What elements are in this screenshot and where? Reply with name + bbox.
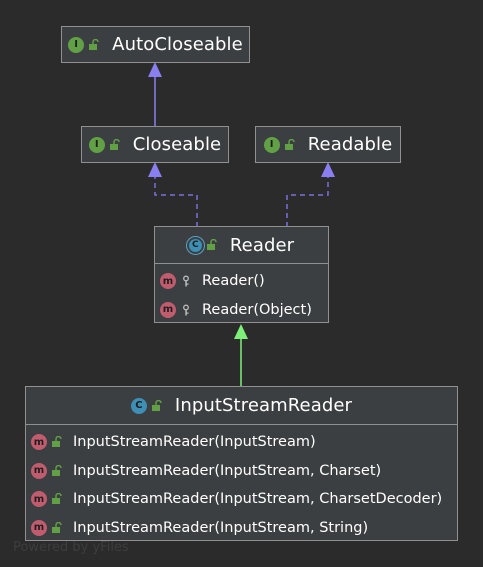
node-title: Reader [229, 234, 295, 256]
edge-closeable-extends-autocloseable [148, 62, 162, 127]
member-list: m InputStreamReader(InputStream) m Input… [26, 425, 457, 542]
public-lock-icon [151, 399, 162, 411]
method-icon: m [31, 434, 47, 451]
node-title: AutoCloseable [112, 34, 243, 55]
method-icon: m [31, 519, 47, 536]
method-icon: m [31, 462, 47, 479]
member-label: InputStreamReader(InputStream, CharsetDe… [73, 491, 443, 508]
node-inputstreamreader[interactable]: C InputStreamReader m InputStreamReader(… [25, 386, 458, 541]
divider [155, 263, 328, 264]
method-icon: m [31, 491, 47, 508]
node-closeable[interactable]: I Closeable [81, 126, 229, 163]
class-icon: C [130, 397, 147, 414]
node-header: C Reader [155, 227, 328, 263]
watermark-text: Powered by yFiles [13, 540, 129, 555]
public-lock-icon [52, 493, 62, 505]
abstract-class-icon: C [188, 238, 202, 252]
public-lock-icon [89, 38, 99, 50]
node-header: C InputStreamReader [26, 387, 457, 424]
member-label: InputStreamReader(InputStream) [73, 434, 316, 451]
public-lock-icon [109, 138, 120, 150]
method-icon: m [160, 273, 176, 290]
list-item[interactable]: m InputStreamReader(InputStream, Charset… [26, 485, 457, 514]
list-item[interactable]: m InputStreamReader(InputStream, Charset… [26, 457, 457, 486]
node-title: Closeable [132, 134, 222, 155]
public-lock-icon [52, 464, 62, 476]
node-readable[interactable]: I Readable [255, 126, 401, 163]
public-lock-icon [52, 521, 62, 533]
interface-icon: I [88, 136, 105, 153]
edge-reader-implements-closeable [148, 162, 198, 227]
method-icon: m [160, 301, 176, 318]
member-label: Reader() [202, 273, 265, 290]
edge-inputstreamreader-extends-reader [234, 324, 248, 387]
member-label: InputStreamReader(InputStream, String) [73, 519, 369, 536]
node-autocloseable[interactable]: I AutoCloseable [61, 26, 250, 63]
public-lock-icon [206, 239, 217, 250]
edge-reader-implements-readable [286, 162, 335, 227]
list-item[interactable]: m InputStreamReader(InputStream, String) [26, 514, 457, 543]
node-header: I Readable [256, 127, 400, 162]
protected-key-icon [183, 304, 189, 316]
public-lock-icon [52, 436, 62, 448]
divider [26, 424, 457, 425]
node-header: I AutoCloseable [62, 27, 249, 62]
node-header: I Closeable [82, 127, 228, 162]
member-label: InputStreamReader(InputStream, Charset) [73, 462, 382, 479]
member-label: Reader(Object) [202, 301, 312, 318]
node-title: Readable [307, 134, 393, 155]
interface-icon: I [263, 136, 280, 153]
interface-icon: I [68, 36, 85, 53]
list-item[interactable]: m Reader() [155, 267, 328, 296]
member-list: m Reader() m Reader(Object) [155, 264, 328, 324]
protected-key-icon [183, 275, 189, 287]
list-item[interactable]: m InputStreamReader(InputStream) [26, 428, 457, 457]
list-item[interactable]: m Reader(Object) [155, 296, 328, 325]
public-lock-icon [284, 138, 295, 150]
node-title: InputStreamReader [174, 395, 353, 416]
node-reader[interactable]: C Reader m Reader() m Reader(Object) [154, 226, 329, 323]
